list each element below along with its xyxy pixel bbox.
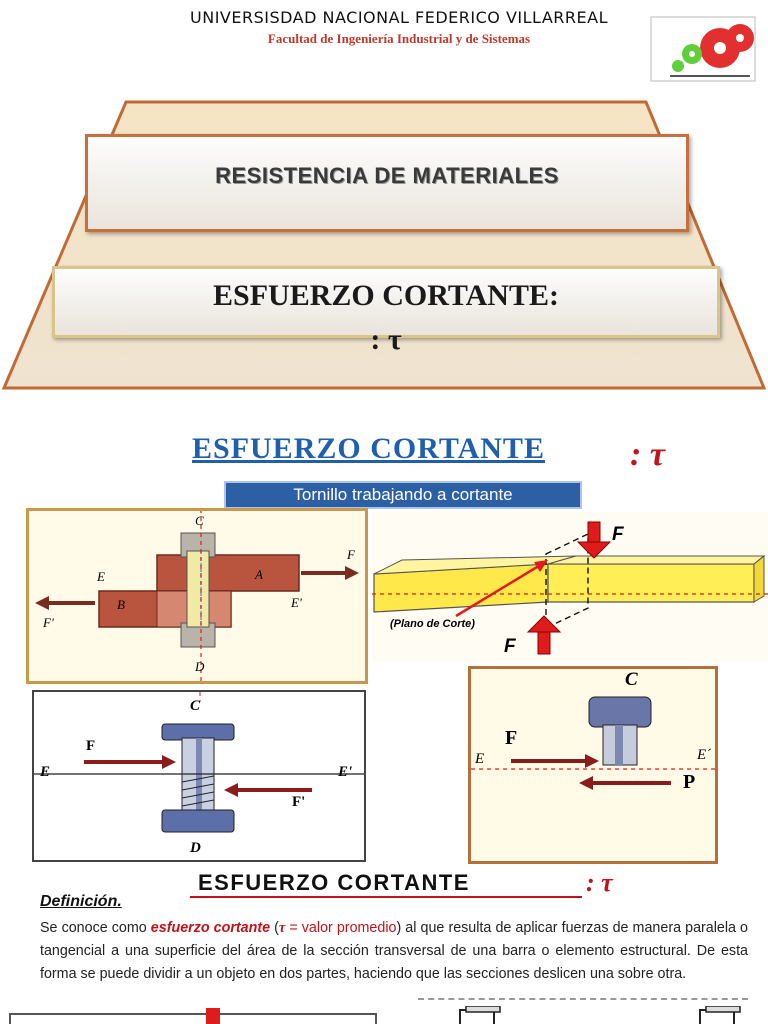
- fig3-label-e2: E': [338, 764, 353, 780]
- definition-tau: : τ: [586, 868, 613, 897]
- fig3-label-c: C: [190, 698, 201, 714]
- gears-icon: [650, 16, 756, 82]
- fig1-label-a: A: [255, 567, 263, 582]
- figure-bolt-cut: C E E´ F P: [468, 666, 718, 864]
- cover-title: RESISTENCIA DE MATERIALES: [215, 163, 559, 188]
- fig4-label-p: P: [683, 771, 696, 793]
- cover-tau: : τ: [370, 323, 402, 356]
- figure-bolt-side: C D E E' F F': [32, 690, 366, 862]
- cover-subtitle: ESFUERZO CORTANTE:: [213, 279, 559, 312]
- bottom-dashed-line: [418, 998, 748, 1000]
- fig1-label-f2: F': [43, 615, 54, 630]
- fig1-label-e2: E': [291, 595, 302, 610]
- fig3-label-f: F: [86, 738, 96, 754]
- figure-bolt-plates: C D E E' A B F F': [26, 508, 368, 684]
- cover-title-box: RESISTENCIA DE MATERIALES: [85, 134, 689, 232]
- faculty-name: Facultad de Ingeniería Industrial y de S…: [267, 31, 531, 46]
- fig4-label-e2: E´: [697, 747, 712, 763]
- section-tau: : τ: [630, 436, 665, 473]
- figure-shear-plane: F F (Plano de Corte): [372, 512, 768, 662]
- fig2-label-plane: (Plano de Corte): [390, 618, 475, 630]
- fig1-label-b: B: [117, 597, 125, 612]
- definition-paragraph: Se conoce como esfuerzo cortante (τ = va…: [40, 920, 749, 982]
- fig1-label-f: F: [347, 547, 355, 562]
- fig4-label-f: F: [505, 727, 518, 749]
- cover-subtitle-box: ESFUERZO CORTANTE: : τ: [52, 266, 720, 356]
- fig2-label-f-bottom: F: [504, 636, 516, 657]
- definition-title: Definición.: [40, 893, 122, 910]
- fig1-label-e: E: [97, 569, 105, 584]
- section-subtitle: Tornillo trabajando a cortante: [224, 481, 582, 509]
- keyword-shear-stress: esfuerzo cortante: [150, 920, 271, 936]
- heading-underline: [190, 896, 582, 898]
- fig3-label-f2: F': [292, 794, 306, 810]
- university-name: UNIVERSISDAD NACIONAL FEDERICO VILLARREA…: [190, 8, 608, 27]
- fig1-label-d: D: [195, 659, 205, 674]
- fig1-label-c: C: [195, 513, 204, 528]
- definition-heading: ESFUERZO CORTANTE: [198, 870, 470, 895]
- fig4-label-c: C: [625, 669, 638, 690]
- fig2-label-f-top: F: [612, 524, 624, 545]
- section-heading: ESFUERZO CORTANTE: [192, 432, 545, 465]
- fig3-label-d: D: [190, 840, 201, 856]
- fig3-label-e: E: [40, 764, 51, 780]
- fig4-label-e: E: [475, 751, 485, 767]
- bottom-figures-partial: [9, 1006, 741, 1024]
